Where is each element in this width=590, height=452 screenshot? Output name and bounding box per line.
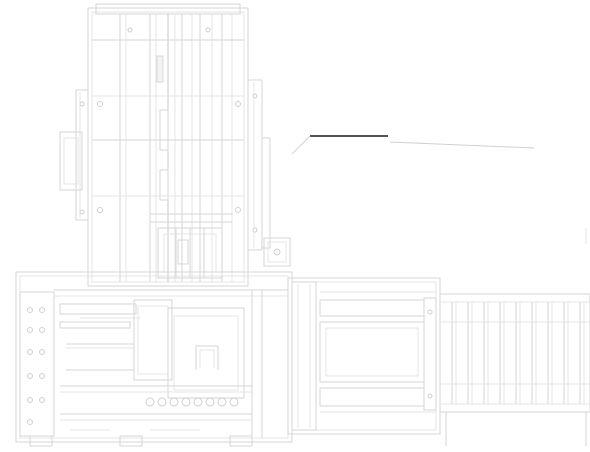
conveyor-section [287,277,441,435]
callout-leader [291,135,535,155]
base-frame [15,271,293,447]
tower-right-bracket [247,79,291,267]
roller-row [145,397,239,407]
vertical-tower [87,3,249,287]
tower-left-bracket [59,89,89,221]
outfeed-roller-conveyor [439,293,590,446]
